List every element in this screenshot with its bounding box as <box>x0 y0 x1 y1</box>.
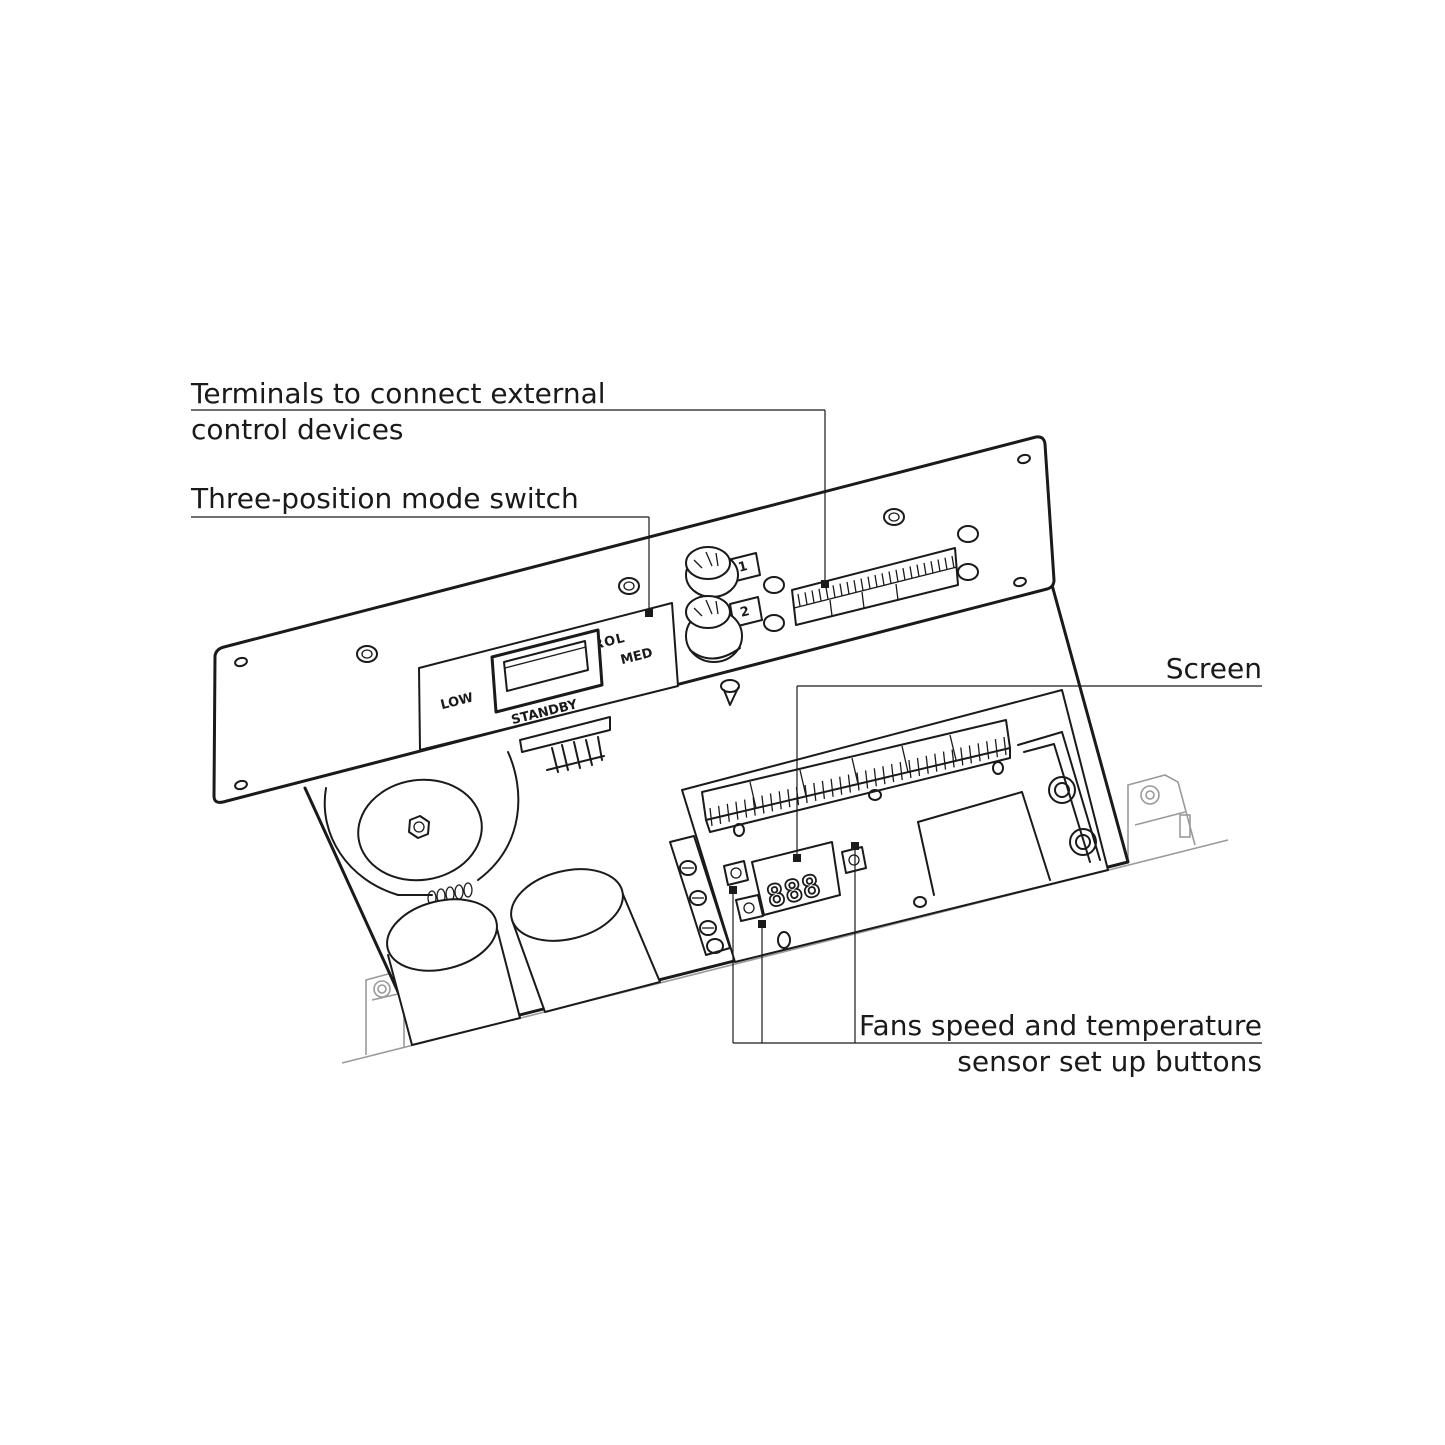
switch-pins <box>519 716 611 773</box>
transformer <box>323 751 520 906</box>
leader-buttons <box>729 842 1262 1044</box>
pcb-terminal-strip <box>701 719 1011 833</box>
right-mounting-foot <box>1127 774 1196 860</box>
callout-screen: Screen <box>1166 652 1262 685</box>
leader-mode-switch <box>191 516 653 617</box>
leader-screen <box>793 685 1262 862</box>
callout-buttons-line2: sensor set up buttons <box>957 1045 1262 1078</box>
setup-button-bottom-left[interactable] <box>735 894 764 922</box>
toggle-stem <box>720 679 740 706</box>
setup-button-top-left[interactable] <box>723 860 749 886</box>
fuse-2-label: 2 <box>739 604 751 621</box>
mode-rocker-switch[interactable] <box>490 628 604 714</box>
mount-hole-tr <box>1017 453 1031 465</box>
setup-button-right[interactable] <box>841 846 867 874</box>
leader-terminals <box>191 409 829 588</box>
callout-mode-switch: Three-position mode switch <box>190 482 579 515</box>
fuse-1-label: 1 <box>737 559 749 576</box>
fuse-holder-1[interactable]: 1 <box>685 546 761 598</box>
transformer-leads <box>427 882 473 906</box>
callout-terminals-line1: Terminals to connect external <box>190 377 606 410</box>
mount-hole-br <box>1013 576 1027 588</box>
terminal-screws <box>763 525 979 632</box>
mount-hole-bl <box>234 779 248 791</box>
rivets <box>356 508 905 663</box>
callout-terminals-line2: control devices <box>191 413 404 446</box>
capacitor-left <box>386 898 521 1046</box>
power-terminal-block <box>669 835 731 956</box>
callout-buttons-line1: Fans speed and temperature <box>859 1009 1262 1042</box>
fuse-holder-2[interactable]: 2 <box>685 595 763 663</box>
capacitor-right <box>510 868 661 1013</box>
external-control-terminals[interactable] <box>791 547 959 626</box>
mount-hole-tl <box>234 656 248 668</box>
